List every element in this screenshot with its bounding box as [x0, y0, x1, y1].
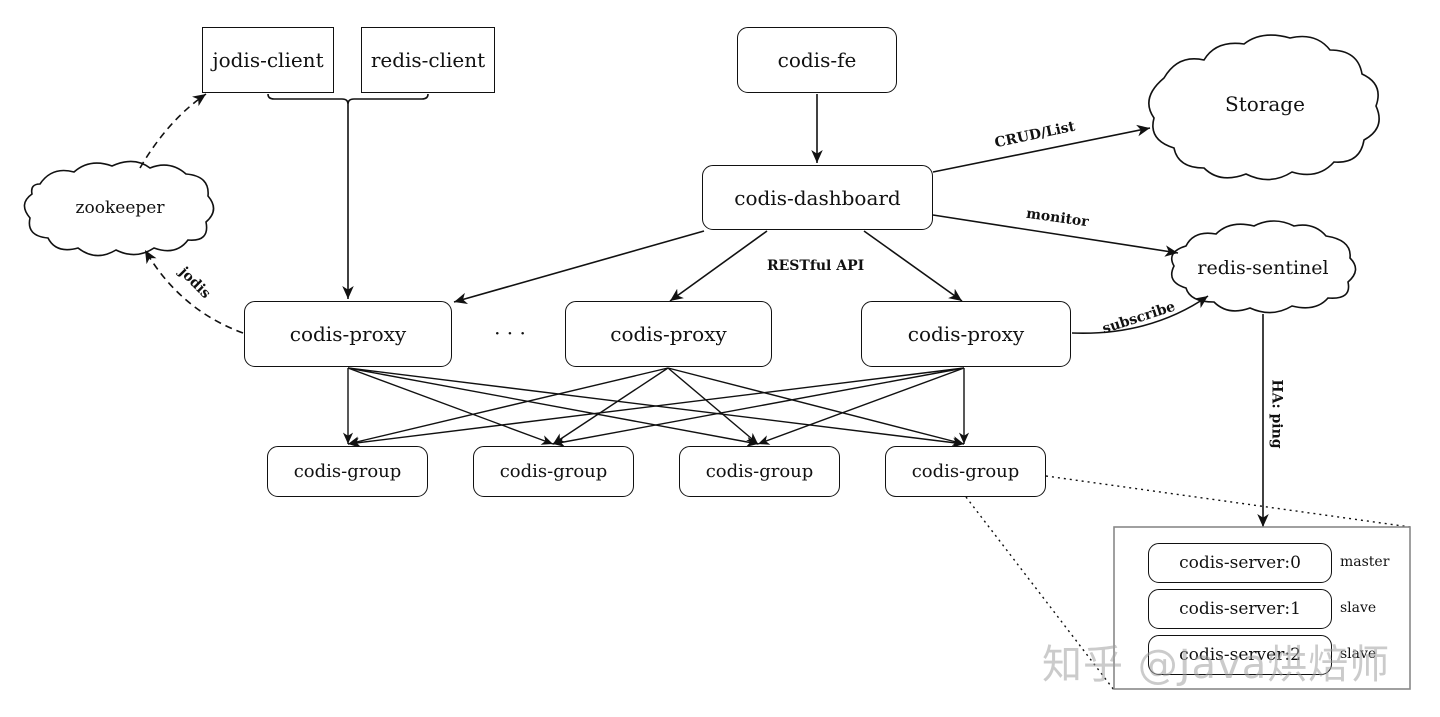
storage-label: Storage	[1225, 92, 1305, 116]
codis-proxy-box-1: codis-proxy	[244, 301, 452, 367]
zookeeper-label: zookeeper	[75, 198, 165, 218]
ha-ping-label: HA: ping	[1268, 379, 1285, 449]
server-role-0: master	[1340, 554, 1390, 570]
jodis-client-box: jodis-client	[202, 27, 334, 93]
storage-cloud	[1148, 34, 1380, 181]
codis-fe-box: codis-fe	[737, 27, 897, 93]
server-container	[1113, 526, 1411, 690]
codis-group-box-1: codis-group	[267, 446, 428, 497]
codis-proxy-box-2: codis-proxy	[565, 301, 772, 367]
redis-client-box: redis-client	[361, 27, 495, 93]
codis-group-box-3: codis-group	[679, 446, 840, 497]
watermark-text: 知乎 @Java烘焙师	[1042, 642, 1391, 688]
codis-dashboard-box: codis-dashboard	[702, 165, 933, 230]
codis-server-box-2: codis-server:2	[1148, 635, 1332, 675]
server-role-2: slave	[1340, 646, 1377, 662]
codis-group-box-2: codis-group	[473, 446, 634, 497]
redis-sentinel-cloud	[1170, 220, 1357, 314]
proxy-ellipsis: · · ·	[494, 321, 526, 345]
zookeeper-cloud	[23, 160, 215, 257]
codis-server-box-1: codis-server:1	[1148, 589, 1332, 629]
codis-group-box-4: codis-group	[885, 446, 1046, 497]
codis-proxy-box-3: codis-proxy	[861, 301, 1071, 367]
restful-api-label: RESTful API	[767, 258, 865, 274]
codis-server-box-0: codis-server:0	[1148, 543, 1332, 583]
redis-sentinel-label: redis-sentinel	[1197, 257, 1329, 279]
server-role-1: slave	[1340, 600, 1377, 616]
